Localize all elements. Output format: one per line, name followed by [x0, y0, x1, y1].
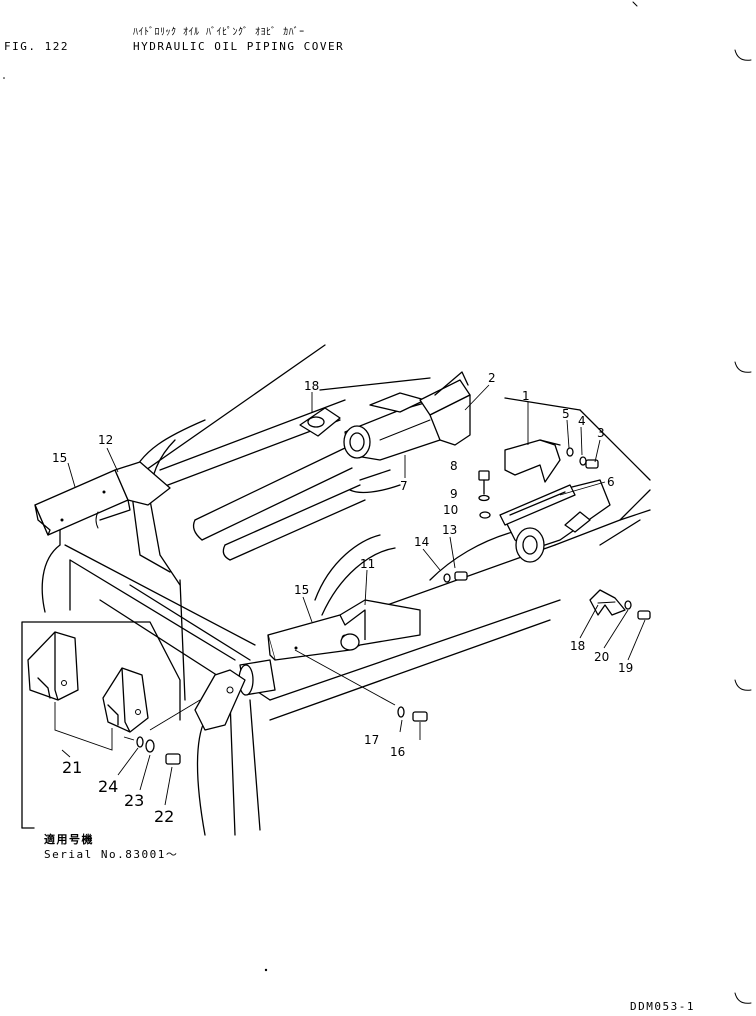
callout-11: 11: [360, 557, 375, 571]
leader-lines: [67, 384, 646, 740]
callout-9: 9: [450, 487, 458, 501]
title-english: HYDRAULIC OIL PIPING COVER: [133, 40, 345, 53]
callout-19: 19: [618, 661, 633, 675]
callout-17: 17: [364, 733, 379, 747]
drawing-code: DDM053-1: [630, 1000, 695, 1013]
corner-mark: [632, 1, 638, 7]
serial-label-english: Serial No.83001～: [44, 848, 179, 861]
title-japanese: ﾊｲﾄﾞﾛﾘｯｸ ｵｲﾙ ﾊﾞｲﾋﾟﾝｸﾞ ｵﾖﾋﾞ ｶﾊﾞｰ: [133, 27, 305, 38]
pipe-main: [192, 447, 366, 561]
pipe-cover-7: [343, 371, 471, 461]
callout-13: 13: [442, 523, 457, 537]
binder-hole-mark: [734, 361, 752, 373]
figure-number: FIG. 122: [4, 40, 69, 53]
dot: [3, 77, 5, 79]
callout-20: 20: [594, 650, 609, 664]
binder-hole-mark: [734, 992, 752, 1004]
cover-11-15-centre: [267, 599, 421, 661]
callout-12: 12: [98, 433, 113, 447]
callout-22: 22: [154, 807, 174, 826]
callout-14: 14: [414, 535, 429, 549]
inset-box: [21, 621, 201, 829]
pipe-cover-6: [499, 479, 611, 563]
pipe-clamp-18-top: [299, 407, 341, 437]
callout-21: 21: [62, 758, 82, 777]
callout-6: 6: [607, 475, 615, 489]
callout-8: 8: [450, 459, 458, 473]
machine-frame: [41, 344, 651, 836]
callout-7: 7: [400, 479, 408, 493]
callout-3: 3: [597, 426, 605, 440]
callouts: 1 2 3 4 5 6 7 8 9 10 11 12 13 14 15 15 1…: [52, 371, 633, 826]
callout-23: 23: [124, 791, 144, 810]
pipe-end-left: [194, 659, 276, 731]
callout-15-centre: 15: [294, 583, 309, 597]
callout-16: 16: [390, 745, 405, 759]
callout-5: 5: [562, 407, 570, 421]
pipe-clamp-18-right: [589, 589, 626, 616]
callout-15-left: 15: [52, 451, 67, 465]
callout-18-right: 18: [570, 639, 585, 653]
serial-label-japanese: 適用号機: [44, 833, 94, 846]
callout-4: 4: [578, 414, 586, 428]
binder-hole-mark: [734, 679, 752, 691]
callout-24: 24: [98, 777, 118, 796]
callout-18-top: 18: [304, 379, 319, 393]
dot: [264, 968, 268, 972]
cover-15-12-left: [34, 461, 171, 536]
callout-10: 10: [443, 503, 458, 517]
callout-1: 1: [522, 389, 530, 403]
callout-2: 2: [488, 371, 496, 385]
bracket-1: [504, 439, 561, 483]
binder-hole-mark: [734, 49, 752, 61]
